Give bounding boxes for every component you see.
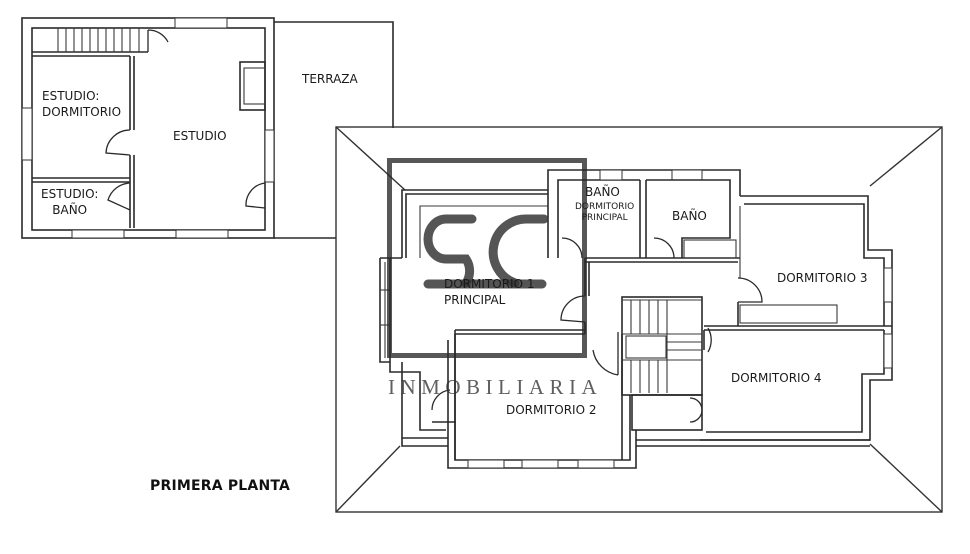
watermark-text: INMOBILIARIA	[388, 375, 603, 399]
room-label-line: DORMITORIO 1	[444, 277, 535, 291]
room-label-line: ESTUDIO:	[42, 89, 100, 103]
roof-outline	[335, 126, 943, 513]
room-label-estudio: ESTUDIO	[173, 129, 227, 143]
room-label-dormitorio-1: DORMITORIO 1 PRINCIPAL	[444, 276, 534, 308]
room-label-line: PRINCIPAL	[581, 213, 628, 223]
room-label-dormitorio-3: DORMITORIO 3	[777, 271, 868, 285]
estudio-block	[21, 17, 275, 239]
room-label-line: BAÑO	[52, 203, 88, 217]
room-label-estudio-bano: ESTUDIO: BAÑO	[41, 186, 98, 218]
room-label-line: PRINCIPAL	[444, 293, 506, 307]
room-label-bano: BAÑO	[672, 209, 707, 223]
room-label-line: DORMITORIO	[42, 105, 122, 119]
room-label-dormitorio-4: DORMITORIO 4	[731, 371, 822, 385]
room-label-terraza: TERRAZA	[302, 72, 358, 86]
room-label-line: ESTUDIO:	[41, 187, 99, 201]
room-label-line: DORMITORIO	[575, 202, 635, 212]
watermark-frame	[387, 158, 587, 358]
room-label-dormitorio-2: DORMITORIO 2	[506, 403, 597, 417]
watermark-sc-logo	[423, 214, 549, 289]
plan-title: PRIMERA PLANTA	[150, 478, 291, 494]
room-label-estudio-dormitorio: ESTUDIO: DORMITORIO	[42, 88, 121, 120]
room-label-bano-principal-sub: DORMITORIO PRINCIPAL	[575, 202, 634, 224]
terraza-outline	[274, 21, 394, 239]
room-label-bano-principal: BAÑO	[585, 185, 620, 199]
